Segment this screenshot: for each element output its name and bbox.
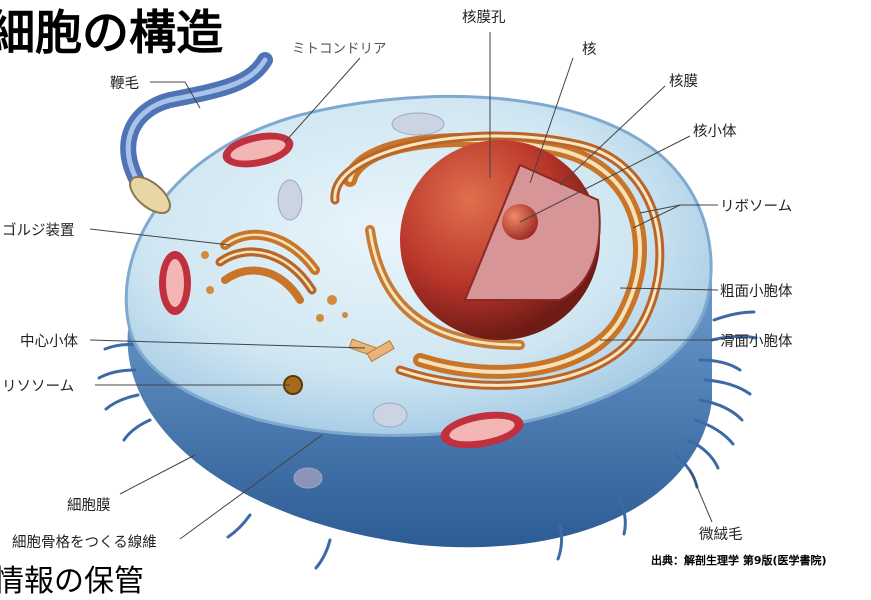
label-flagellum: 鞭毛 bbox=[110, 72, 139, 93]
label-lysosome: リソソーム bbox=[2, 375, 74, 396]
label-nuclear-pore: 核膜孔 bbox=[462, 6, 506, 27]
label-ribosome: リボソーム bbox=[720, 195, 792, 216]
label-golgi: ゴルジ装置 bbox=[2, 219, 75, 240]
page-subtitle: 情報の保管 bbox=[0, 556, 144, 600]
label-nucleolus: 核小体 bbox=[693, 120, 737, 141]
label-rough-er: 粗面小胞体 bbox=[720, 280, 793, 301]
label-centriole: 中心小体 bbox=[20, 330, 78, 351]
label-nucleus: 核 bbox=[582, 38, 597, 59]
label-cell-membrane: 細胞膜 bbox=[67, 494, 111, 515]
label-mitochondria: ミトコンドリア bbox=[292, 37, 387, 57]
label-smooth-er: 滑面小胞体 bbox=[720, 330, 793, 351]
page-title: 細胞の構造 bbox=[0, 0, 223, 63]
source-credit: 出典：解剖生理学 第9版(医学書院) bbox=[651, 552, 827, 568]
label-microvilli: 微絨毛 bbox=[699, 523, 743, 544]
label-cytoskeleton: 細胞骨格をつくる線維 bbox=[12, 531, 157, 552]
label-nuclear-membrane: 核膜 bbox=[669, 70, 698, 91]
